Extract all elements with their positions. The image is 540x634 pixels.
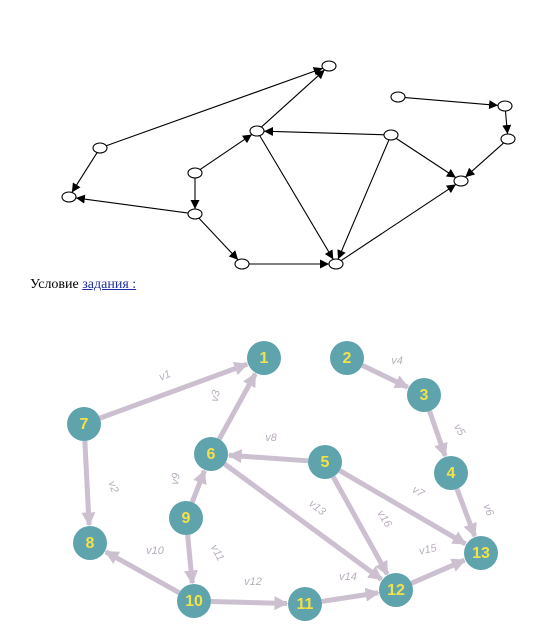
node-label: 12 bbox=[387, 582, 405, 599]
edge-label-v11: v11 bbox=[208, 543, 227, 564]
edge-v12 bbox=[210, 596, 289, 611]
node-7: 7 bbox=[67, 407, 101, 441]
node-3: 3 bbox=[407, 378, 441, 412]
edge-label-v3: v3 bbox=[209, 388, 223, 402]
unlabeled-node bbox=[390, 91, 406, 103]
edge-label-v10: v10 bbox=[146, 545, 165, 557]
unlabeled-graph-edges bbox=[71, 67, 512, 269]
unlabeled-edge bbox=[71, 152, 98, 193]
node-label: 2 bbox=[343, 350, 352, 367]
edge-v11 bbox=[184, 534, 199, 585]
edge-v13 bbox=[223, 462, 383, 582]
edge-label-v13: v13 bbox=[306, 498, 328, 519]
node-label: 5 bbox=[321, 454, 330, 471]
unlabeled-node bbox=[92, 142, 108, 154]
edge-v15 bbox=[410, 557, 466, 586]
edge-label-v12: v12 bbox=[244, 576, 262, 588]
edge-v1 bbox=[99, 361, 249, 421]
node-label: 7 bbox=[80, 416, 89, 433]
node-label: 13 bbox=[472, 545, 490, 562]
edge-v6 bbox=[454, 488, 478, 538]
edge-v4 bbox=[361, 363, 410, 390]
node-label: 11 bbox=[297, 596, 314, 613]
node-label: 10 bbox=[185, 593, 203, 610]
node-label: 1 bbox=[260, 350, 269, 367]
unlabeled-node bbox=[500, 133, 516, 145]
edge-label-v9: v9 bbox=[169, 472, 183, 486]
edge-v8 bbox=[227, 449, 309, 464]
labeled-graph-edge-labels: v1 v2 v3 v4 v5 v6 v7 v8 v9 v10 v11 v12 v13 v14 v15 v16 bbox=[105, 355, 496, 588]
node-4: 4 bbox=[434, 456, 468, 490]
unlabeled-edge bbox=[106, 67, 323, 147]
edge-label-v7: v7 bbox=[410, 484, 427, 501]
unlabeled-edge bbox=[404, 97, 499, 110]
unlabeled-node bbox=[321, 60, 337, 72]
unlabeled-graph-nodes bbox=[61, 60, 516, 270]
edge-label-v14: v14 bbox=[339, 571, 357, 583]
node-label: 4 bbox=[447, 465, 456, 482]
unlabeled-node bbox=[383, 129, 399, 141]
unlabeled-edge bbox=[199, 133, 253, 171]
unlabeled-edge bbox=[198, 217, 239, 261]
node-label: 3 bbox=[420, 387, 429, 404]
node-label: 8 bbox=[86, 535, 95, 552]
unlabeled-node bbox=[234, 258, 250, 270]
edge-label-v8: v8 bbox=[265, 432, 278, 444]
unlabeled-edge bbox=[259, 135, 334, 260]
node-13: 13 bbox=[464, 536, 498, 570]
node-11: 11 bbox=[288, 587, 322, 621]
node-6: 6 bbox=[194, 437, 228, 471]
caption-text: Условие bbox=[30, 277, 79, 292]
node-9: 9 bbox=[169, 501, 203, 535]
node-1: 1 bbox=[247, 341, 281, 375]
node-5: 5 bbox=[308, 445, 342, 479]
edge-label-v15: v15 bbox=[418, 542, 439, 558]
unlabeled-edge bbox=[340, 183, 457, 262]
task-link[interactable]: задания : bbox=[82, 277, 137, 292]
unlabeled-edge bbox=[337, 139, 390, 260]
unlabeled-node bbox=[187, 208, 203, 220]
edge-v3 bbox=[217, 372, 258, 441]
node-8: 8 bbox=[73, 526, 107, 560]
unlabeled-edge bbox=[263, 126, 385, 136]
edge-label-v5: v5 bbox=[451, 422, 468, 439]
edge-v7 bbox=[338, 468, 467, 547]
unlabeled-node bbox=[497, 100, 513, 112]
unlabeled-edge bbox=[465, 142, 504, 178]
edge-v10 bbox=[104, 549, 181, 595]
unlabeled-node bbox=[187, 167, 203, 179]
labeled-graph-edges bbox=[81, 361, 478, 611]
unlabeled-edge bbox=[260, 69, 326, 128]
node-label: 9 bbox=[182, 510, 191, 527]
task-caption: Условие задания : bbox=[30, 277, 136, 293]
edge-v5 bbox=[427, 410, 448, 458]
unlabeled-node bbox=[249, 125, 265, 137]
edge-label-v1: v1 bbox=[157, 368, 172, 383]
unlabeled-edge bbox=[395, 137, 457, 179]
node-label: 6 bbox=[207, 446, 216, 463]
edge-label-v4: v4 bbox=[391, 355, 403, 367]
edge-v14 bbox=[321, 587, 380, 604]
edge-label-v16: v16 bbox=[374, 508, 394, 530]
unlabeled-node bbox=[61, 191, 77, 203]
node-12: 12 bbox=[379, 573, 413, 607]
edge-v2 bbox=[81, 440, 96, 527]
unlabeled-node bbox=[453, 175, 469, 187]
edge-v9 bbox=[189, 469, 207, 504]
node-2: 2 bbox=[330, 341, 364, 375]
unlabeled-edge bbox=[75, 194, 189, 214]
unlabeled-edge bbox=[502, 110, 512, 135]
edge-label-v2: v2 bbox=[105, 479, 120, 494]
unlabeled-node bbox=[328, 258, 344, 270]
node-10: 10 bbox=[177, 584, 211, 618]
edge-label-v6: v6 bbox=[480, 502, 496, 518]
edge-v16 bbox=[331, 475, 390, 576]
unlabeled-graph bbox=[61, 60, 516, 270]
